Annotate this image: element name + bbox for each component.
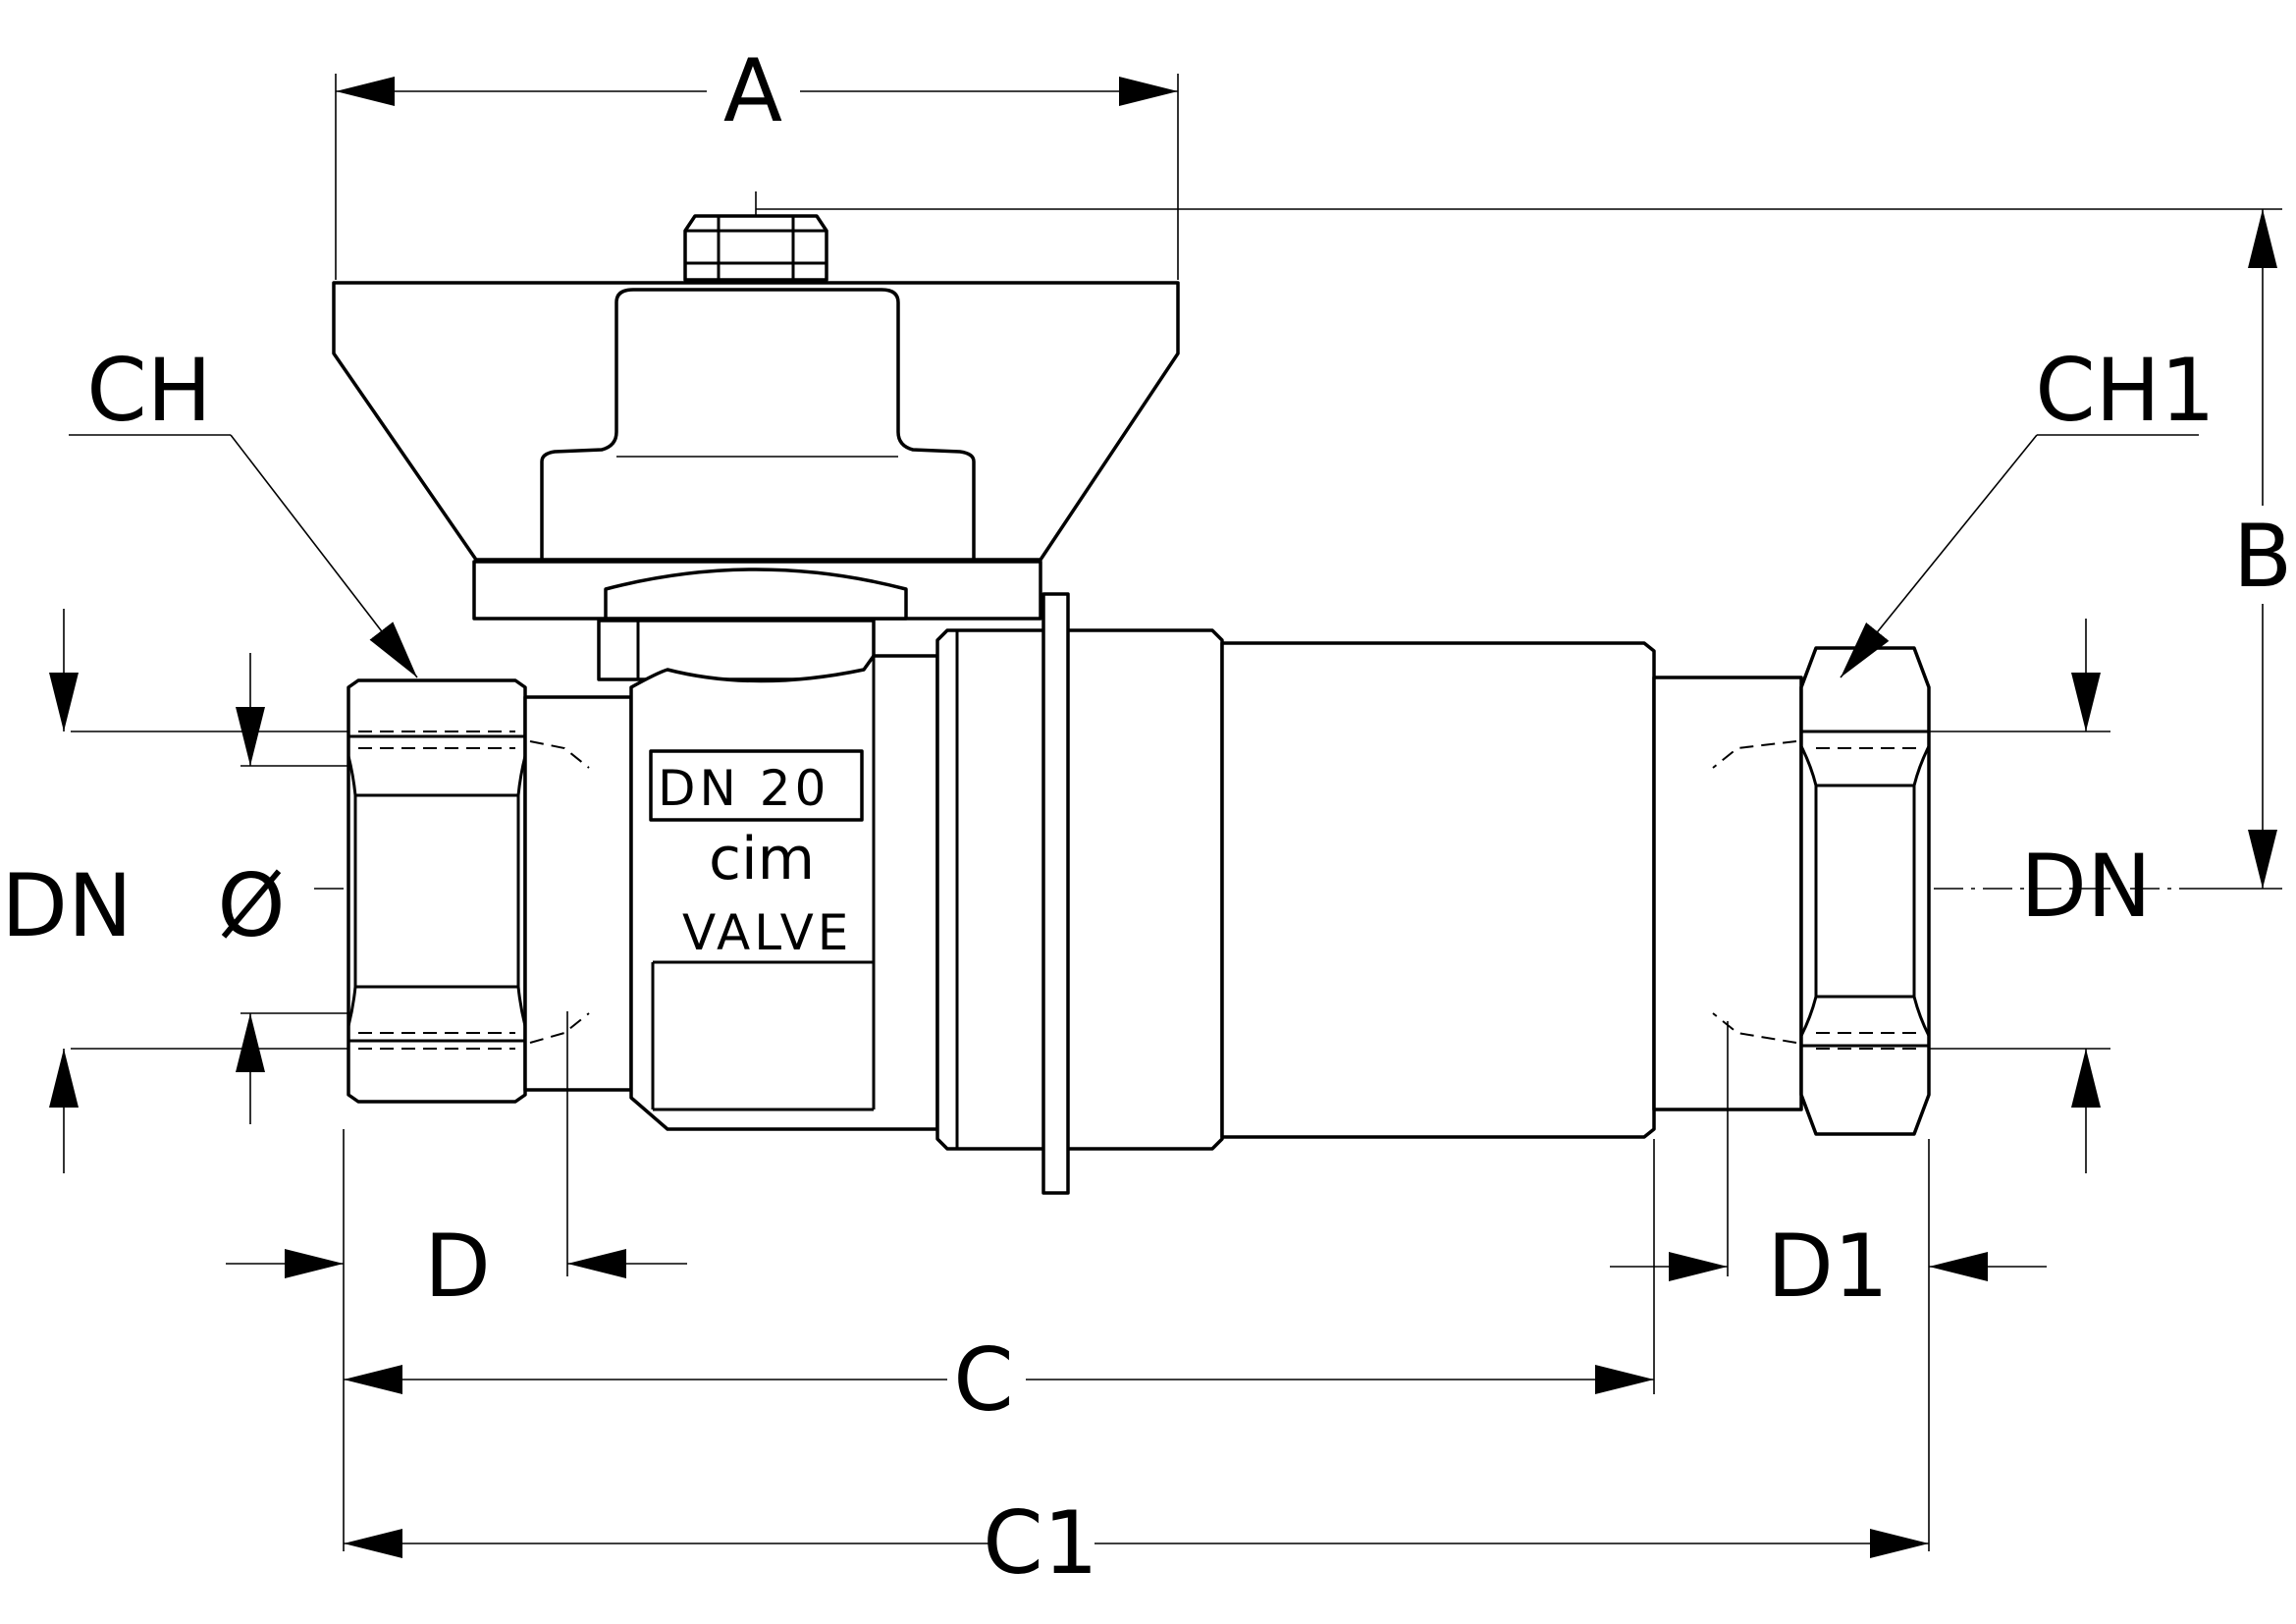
marking-word: VALVE (682, 904, 852, 961)
right-hex-nut (1799, 646, 1931, 1136)
stem-nut (683, 214, 828, 282)
dimension-labels: A B CH CH1 DN Ø DN D D1 C C1 (1, 40, 2292, 1594)
left-hex-nut (347, 678, 527, 1104)
label-dn-left: DN (1, 855, 133, 956)
union-flange (1041, 592, 1070, 1195)
dimension-lines (49, 74, 2282, 1558)
label-ch1: CH1 (2035, 340, 2216, 441)
hidden-thread-lines (358, 731, 1924, 1050)
union-coupling (935, 628, 1224, 1151)
label-ch: CH (86, 340, 212, 441)
valve-body: DN 20 cim VALVE (332, 214, 1931, 1195)
label-a: A (723, 40, 782, 141)
label-b: B (2233, 506, 2292, 607)
label-c: C (953, 1329, 1013, 1431)
marking-size: DN 20 (658, 760, 829, 817)
label-d: D (424, 1216, 491, 1317)
label-diameter: Ø (217, 855, 285, 956)
label-d1: D1 (1767, 1216, 1889, 1317)
handle-boss (540, 288, 976, 562)
marking-brand: cim (709, 825, 815, 893)
label-dn-right: DN (2020, 836, 2152, 937)
label-c1: C1 (983, 1492, 1097, 1594)
marking-plate (649, 749, 864, 822)
tail-body (1220, 641, 1656, 1139)
